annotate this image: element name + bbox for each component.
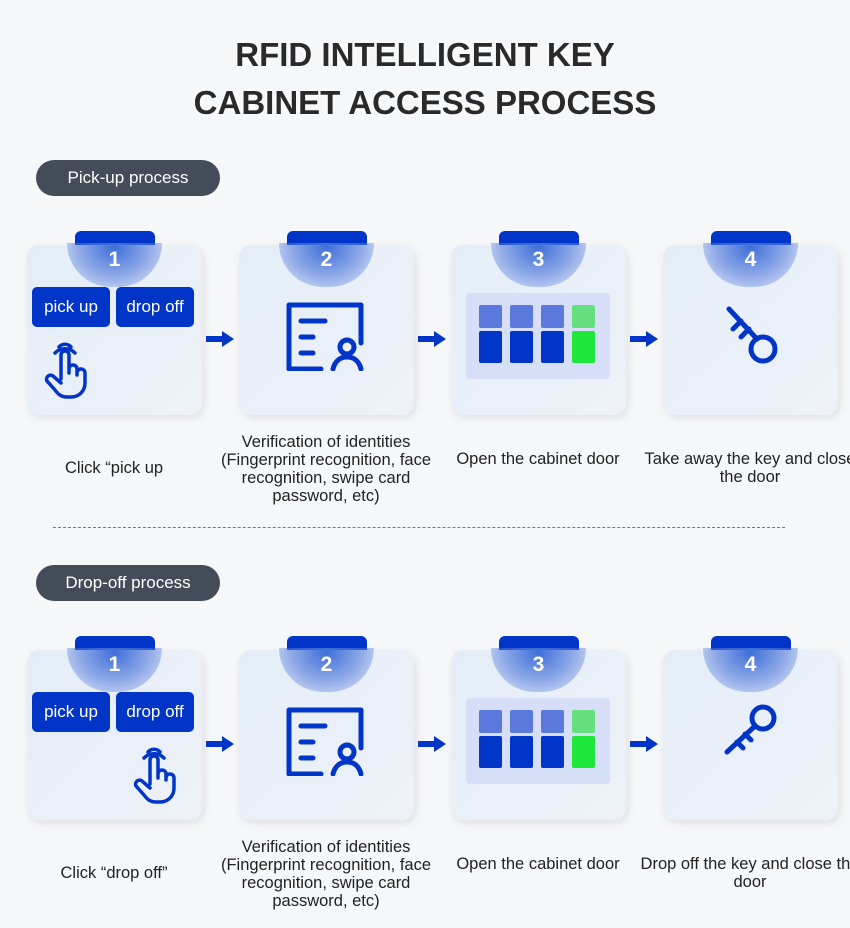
step-tab	[711, 636, 791, 650]
step-tab	[287, 636, 367, 650]
pick-up-button[interactable]: pick up	[32, 692, 110, 732]
step-number: 2	[320, 653, 333, 676]
step-caption: Verification of identities (Fingerprint …	[220, 838, 432, 910]
step-tab	[75, 231, 155, 245]
door-top	[479, 305, 502, 328]
open-door	[572, 736, 595, 768]
step-number: 4	[744, 653, 757, 676]
door	[510, 331, 533, 363]
door	[541, 331, 564, 363]
page-title-line2: CABINET ACCESS PROCESS	[193, 84, 657, 121]
door-top	[510, 305, 533, 328]
door-top	[510, 710, 533, 733]
cabinet-icon	[466, 293, 610, 379]
step-card-4: 4	[663, 243, 838, 415]
door	[479, 736, 502, 768]
divider	[53, 527, 785, 528]
pick-up-button[interactable]: pick up	[32, 287, 110, 327]
door	[541, 736, 564, 768]
dropoff-section-label: Drop-off process	[36, 565, 220, 601]
door	[479, 331, 502, 363]
step-caption: Open the cabinet door	[456, 450, 620, 468]
hand-pointer-icon	[130, 744, 186, 809]
door-top	[541, 710, 564, 733]
step-tab	[499, 231, 579, 245]
drop-off-button[interactable]: drop off	[116, 692, 194, 732]
step-card-3: 3	[451, 648, 626, 820]
arrow-right-icon	[418, 331, 446, 347]
arrow-right-icon	[630, 331, 658, 347]
open-door	[572, 331, 595, 363]
hand-pointer-icon	[41, 339, 97, 404]
step-tab	[711, 231, 791, 245]
step-card-3: 3	[451, 243, 626, 415]
step-number: 1	[108, 653, 121, 676]
step-caption: Verification of identities (Fingerprint …	[220, 433, 432, 505]
step-caption: Drop off the key and close the door	[640, 855, 850, 891]
cabinet-icon	[466, 698, 610, 784]
key-icon	[715, 696, 785, 771]
step-card-2: 2	[239, 243, 414, 415]
step-caption: Take away the key and close the door	[644, 450, 850, 486]
open-door-top	[572, 305, 595, 328]
drop-off-button[interactable]: drop off	[116, 287, 194, 327]
step-tab	[499, 636, 579, 650]
step-caption: Click “pick up	[64, 459, 164, 477]
step-number: 3	[532, 653, 545, 676]
open-door-top	[572, 710, 595, 733]
arrow-right-icon	[206, 331, 234, 347]
page-title-line1: RFID INTELLIGENT KEY	[235, 36, 615, 73]
door-top	[541, 305, 564, 328]
pickup-section-label: Pick-up process	[36, 160, 220, 196]
step-number: 4	[744, 248, 757, 271]
step-tab	[287, 231, 367, 245]
step-tab	[75, 636, 155, 650]
arrow-right-icon	[206, 736, 234, 752]
key-icon	[719, 301, 789, 376]
step-number: 1	[108, 248, 121, 271]
step-number: 2	[320, 248, 333, 271]
door	[510, 736, 533, 768]
step-caption: Open the cabinet door	[456, 855, 620, 873]
step-card-4: 4	[663, 648, 838, 820]
door-top	[479, 710, 502, 733]
id-document-icon	[281, 301, 371, 376]
step-number: 3	[532, 248, 545, 271]
arrow-right-icon	[630, 736, 658, 752]
id-document-icon	[281, 706, 371, 781]
step-caption: Click “drop off”	[60, 864, 168, 882]
arrow-right-icon	[418, 736, 446, 752]
step-card-2: 2	[239, 648, 414, 820]
